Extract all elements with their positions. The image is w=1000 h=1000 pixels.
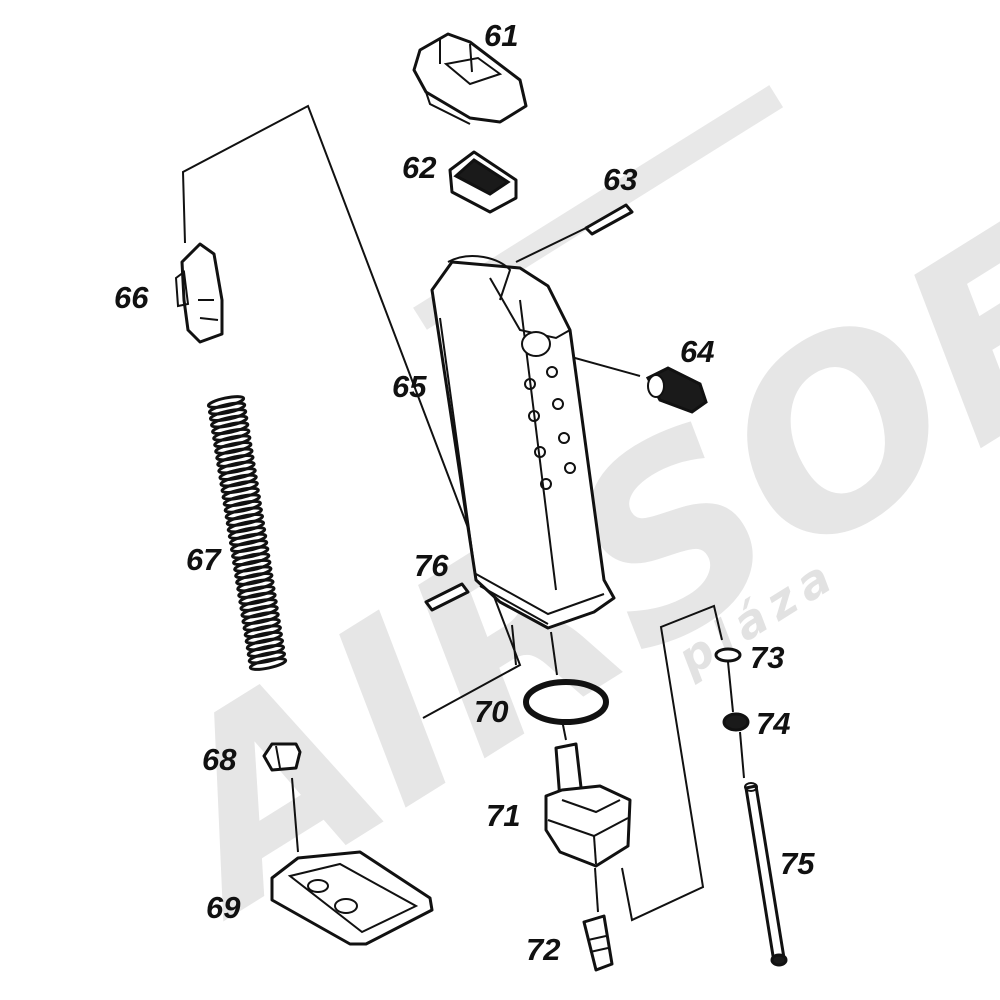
callout-65: 65	[392, 369, 427, 404]
callout-62: 62	[402, 150, 436, 185]
part-67-spring	[206, 395, 288, 671]
callout-66: 66	[114, 280, 149, 315]
callout-73: 73	[750, 640, 784, 675]
callout-63: 63	[603, 162, 637, 197]
part-66-follower	[174, 242, 224, 344]
magazine-witness-holes	[524, 366, 576, 490]
part-65-magazine-body	[430, 255, 616, 630]
callout-64: 64	[680, 334, 714, 369]
part-75-rod	[744, 782, 788, 967]
leader-73-frame	[621, 604, 723, 922]
callout-68: 68	[202, 742, 237, 777]
leader-74	[727, 661, 734, 713]
callout-74: 74	[756, 706, 790, 741]
callout-67: 67	[186, 542, 222, 577]
spring-coil	[248, 657, 288, 671]
callout-76: 76	[414, 548, 449, 583]
leader-72	[594, 867, 599, 913]
callout-61: 61	[484, 18, 518, 53]
leader-63	[515, 227, 587, 263]
callout-72: 72	[526, 932, 560, 967]
part-72-screw	[582, 914, 614, 972]
callout-69: 69	[206, 890, 241, 925]
part-64-valve	[645, 366, 708, 414]
part-68-nut	[262, 742, 302, 772]
leader-68	[291, 777, 299, 853]
part-62-block	[448, 150, 518, 214]
part-70-o-ring	[523, 679, 609, 725]
leader-65-bottom	[511, 624, 517, 666]
callout-75: 75	[780, 846, 815, 881]
callout-71: 71	[486, 798, 520, 833]
leader-75	[739, 731, 745, 779]
callout-labels: 61 62 63 64 65 66 67 68 69 70 71 72 73 7…	[114, 18, 815, 967]
callout-70: 70	[474, 694, 508, 729]
leader-66-frame	[181, 104, 522, 719]
part-61-follower-top	[412, 32, 528, 125]
part-71-valve-base	[544, 742, 632, 868]
part-74-seal	[722, 712, 750, 732]
part-76-pin	[424, 582, 470, 612]
leader-70	[550, 631, 558, 676]
part-63-pin	[584, 203, 634, 236]
part-73-washer	[714, 647, 742, 663]
part-69-base-plate	[270, 850, 434, 946]
